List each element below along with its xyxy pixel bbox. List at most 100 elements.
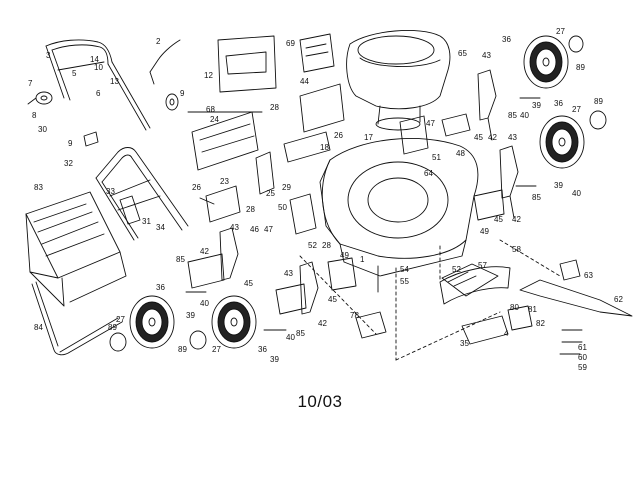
part-label: 36 xyxy=(156,283,165,292)
part-label: 59 xyxy=(578,363,587,372)
control-bail xyxy=(149,39,181,85)
part-label: 49 xyxy=(480,227,489,236)
part-label: 39 xyxy=(554,181,563,190)
part-label: 9 xyxy=(180,89,185,98)
part-label: 82 xyxy=(536,319,545,328)
part-label: 40 xyxy=(200,299,209,308)
part-label: 51 xyxy=(432,153,441,162)
part-label: 25 xyxy=(266,189,275,198)
part-label: 40 xyxy=(572,189,581,198)
part-label: 52 xyxy=(308,241,317,250)
part-label: 42 xyxy=(512,215,521,224)
leader-lines xyxy=(299,239,561,361)
mulch-plug xyxy=(441,263,499,297)
revision-date: 10/03 xyxy=(297,392,343,411)
part-label: 58 xyxy=(512,245,521,254)
part-label: 2 xyxy=(156,37,161,46)
wheel-rear-left xyxy=(129,295,175,349)
part-label: 81 xyxy=(528,305,537,314)
part-label: 57 xyxy=(478,261,487,270)
part-label: 42 xyxy=(200,247,209,256)
part-label: 30 xyxy=(38,125,47,134)
part-label: 36 xyxy=(258,345,267,354)
part-label: 43 xyxy=(230,223,239,232)
part-label: 27 xyxy=(556,27,565,36)
part-label: 43 xyxy=(284,269,293,278)
part-label: 7 xyxy=(28,79,33,88)
part-label: 36 xyxy=(554,99,563,108)
part-label: 28 xyxy=(270,103,279,112)
part-label: 55 xyxy=(400,277,409,286)
part-label: 69 xyxy=(286,39,295,48)
baffle xyxy=(461,315,509,345)
part-label: 89 xyxy=(178,345,187,354)
part-label: 23 xyxy=(220,177,229,186)
part-label: 68 xyxy=(206,105,215,114)
part-label: 31 xyxy=(142,217,151,226)
part-label: 43 xyxy=(482,51,491,60)
hubcaps xyxy=(109,35,607,352)
part-label: 45 xyxy=(244,279,253,288)
part-label: 42 xyxy=(488,133,497,142)
part-label: 29 xyxy=(282,183,291,192)
part-label: 17 xyxy=(364,133,373,142)
part-label: 40 xyxy=(286,333,295,342)
part-label: 27 xyxy=(116,315,125,324)
part-label: 89 xyxy=(108,323,117,332)
part-label: 32 xyxy=(64,159,73,168)
part-label: 40 xyxy=(520,111,529,120)
lower-handle xyxy=(95,147,189,241)
wheel-front-right-top xyxy=(523,35,569,89)
mower-deck xyxy=(319,138,479,277)
part-label: 80 xyxy=(510,303,519,312)
part-label: 18 xyxy=(320,143,329,152)
part-label: 12 xyxy=(204,71,213,80)
upper-handle xyxy=(45,39,151,131)
hardware-bolts xyxy=(185,97,583,355)
part-label: 48 xyxy=(456,149,465,158)
skirt xyxy=(439,266,511,305)
deck-brackets xyxy=(205,83,471,291)
part-label: 85 xyxy=(296,329,305,338)
grass-catcher-bag xyxy=(25,191,127,307)
part-label: 45 xyxy=(328,295,337,304)
part-label: 26 xyxy=(334,131,343,140)
part-label: 45 xyxy=(474,133,483,142)
part-label: 27 xyxy=(212,345,221,354)
part-label: 39 xyxy=(186,311,195,320)
part-label: 61 xyxy=(578,343,587,352)
part-label: 39 xyxy=(270,355,279,364)
height-adjuster-front-left xyxy=(477,69,497,141)
part-label: 64 xyxy=(424,169,433,178)
part-label: 28 xyxy=(322,241,331,250)
part-label: 27 xyxy=(572,105,581,114)
part-label: 4 xyxy=(504,329,509,338)
part-label: 50 xyxy=(278,203,287,212)
part-label: 3 xyxy=(46,51,51,60)
part-label: 84 xyxy=(34,323,43,332)
part-label: 45 xyxy=(494,215,503,224)
part-label: 5 xyxy=(72,69,77,78)
part-label: 24 xyxy=(210,115,219,124)
part-label: 13 xyxy=(110,77,119,86)
blade xyxy=(519,279,633,317)
part-label: 47 xyxy=(264,225,273,234)
part-label: 47 xyxy=(426,119,435,128)
part-label: 35 xyxy=(460,339,469,348)
drive-bracket xyxy=(507,305,533,331)
part-label: 49 xyxy=(340,251,349,260)
part-label: 46 xyxy=(250,225,259,234)
part-label: 39 xyxy=(532,101,541,110)
part-label: 33 xyxy=(106,187,115,196)
part-label: 6 xyxy=(96,89,101,98)
part-labels: 1 2 3 4 5 6 7 8 9 9 10 12 13 14 17 18 23… xyxy=(28,27,623,372)
part-label: 54 xyxy=(400,265,409,274)
adjuster-plates xyxy=(187,189,505,315)
part-label: 83 xyxy=(34,183,43,192)
handle-clip xyxy=(83,131,99,147)
part-label: 10 xyxy=(94,63,103,72)
part-label: 89 xyxy=(594,97,603,106)
part-label: 62 xyxy=(614,295,623,304)
part-label: 28 xyxy=(246,205,255,214)
height-adjuster-front-right xyxy=(499,145,519,219)
